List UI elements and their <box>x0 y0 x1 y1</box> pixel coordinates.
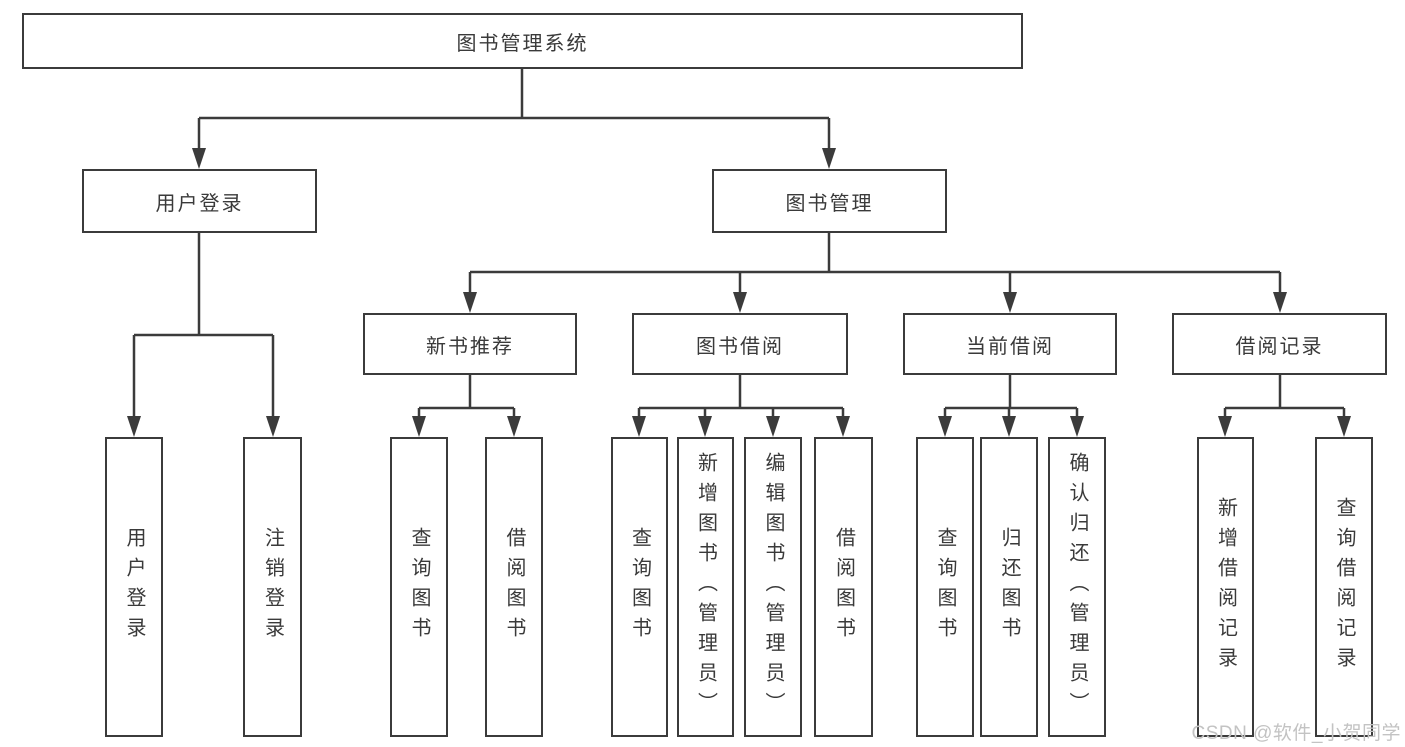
leaf-user-login: 用户登录 <box>105 437 163 737</box>
arrowhead-down-icon <box>463 292 477 313</box>
arrowhead-down-icon <box>766 416 780 437</box>
leaf-logout-label: 注销登录 <box>261 527 284 647</box>
csdn-watermark: CSDN @软件_小贺同学 <box>1191 723 1401 744</box>
arrowhead-down-icon <box>1003 292 1017 313</box>
arrowhead-down-icon <box>192 148 206 169</box>
arrowhead-down-icon <box>1273 292 1287 313</box>
arrowhead-down-icon <box>822 148 836 169</box>
leaf-return-books: 归还图书 <box>980 437 1038 737</box>
arrowhead-down-icon <box>698 416 712 437</box>
leaf-user-login-label: 用户登录 <box>123 527 145 647</box>
leaf-add-borrow-record-label: 新增借阅记录 <box>1214 497 1237 677</box>
node-root: 图书管理系统 <box>22 13 1023 69</box>
node-user-login-label: 用户登录 <box>155 192 244 215</box>
leaf-add-books-admin: 新增图书（管理员） <box>677 437 734 737</box>
node-user-login: 用户登录 <box>82 169 317 233</box>
leaf-query-borrow-record: 查询借阅记录 <box>1315 437 1373 737</box>
arrowhead-down-icon <box>507 416 521 437</box>
leaf-logout: 注销登录 <box>243 437 302 737</box>
arrowhead-down-icon <box>1218 416 1232 437</box>
leaf-query-books-recommend: 查询图书 <box>390 437 448 737</box>
arrowhead-down-icon <box>938 416 952 437</box>
connector-book-borrow-branch <box>637 375 845 418</box>
leaf-borrow-books-recommend-label: 借阅图书 <box>503 527 525 647</box>
arrowhead-down-icon <box>1337 416 1351 437</box>
leaf-confirm-return-admin-label: 确认归还（管理员） <box>1066 452 1088 722</box>
leaf-confirm-return-admin: 确认归还（管理员） <box>1048 437 1106 737</box>
leaf-edit-books-admin-label: 编辑图书（管理员） <box>762 452 784 722</box>
arrowhead-down-icon <box>836 416 850 437</box>
leaf-query-books-current-label: 查询图书 <box>934 527 956 647</box>
connector-new-book-branch <box>417 375 516 418</box>
arrowheads <box>127 148 1351 437</box>
arrowhead-down-icon <box>127 416 141 437</box>
leaf-add-books-admin-label: 新增图书（管理员） <box>694 452 717 722</box>
leaf-query-books-borrow-label: 查询图书 <box>628 527 651 647</box>
leaf-query-books-recommend-label: 查询图书 <box>408 527 430 647</box>
arrowhead-down-icon <box>1002 416 1016 437</box>
arrowhead-down-icon <box>1070 416 1084 437</box>
connector-book-management-branch <box>468 233 1282 294</box>
connector-borrow-records-branch <box>1223 375 1346 418</box>
leaf-query-books-current: 查询图书 <box>916 437 974 737</box>
arrowhead-down-icon <box>632 416 646 437</box>
connector-root-branch <box>197 69 831 150</box>
connector-user-login-branch <box>132 233 275 418</box>
arrowhead-down-icon <box>733 292 747 313</box>
leaf-edit-books-admin: 编辑图书（管理员） <box>744 437 802 737</box>
arrowhead-down-icon <box>266 416 280 437</box>
leaf-query-borrow-record-label: 查询借阅记录 <box>1333 497 1355 677</box>
node-borrow-records-label: 借阅记录 <box>1235 335 1324 358</box>
leaf-borrow-books-borrow: 借阅图书 <box>814 437 873 737</box>
node-new-book-recommend: 新书推荐 <box>363 313 577 375</box>
leaf-borrow-books-recommend: 借阅图书 <box>485 437 543 737</box>
node-book-borrow: 图书借阅 <box>632 313 848 375</box>
leaf-add-borrow-record: 新增借阅记录 <box>1197 437 1254 737</box>
node-current-borrow: 当前借阅 <box>903 313 1117 375</box>
node-book-borrow-label: 图书借阅 <box>696 335 784 358</box>
leaf-query-books-borrow: 查询图书 <box>611 437 668 737</box>
arrowhead-down-icon <box>412 416 426 437</box>
node-current-borrow-label: 当前借阅 <box>966 335 1054 358</box>
leaf-return-books-label: 归还图书 <box>998 527 1020 647</box>
node-root-label: 图书管理系统 <box>456 32 589 55</box>
node-book-management: 图书管理 <box>712 169 947 233</box>
connector-current-borrow-branch <box>943 375 1079 418</box>
node-book-management-label: 图书管理 <box>785 192 874 215</box>
leaf-borrow-books-borrow-label: 借阅图书 <box>832 527 855 647</box>
node-new-book-recommend-label: 新书推荐 <box>426 335 514 358</box>
node-borrow-records: 借阅记录 <box>1172 313 1387 375</box>
